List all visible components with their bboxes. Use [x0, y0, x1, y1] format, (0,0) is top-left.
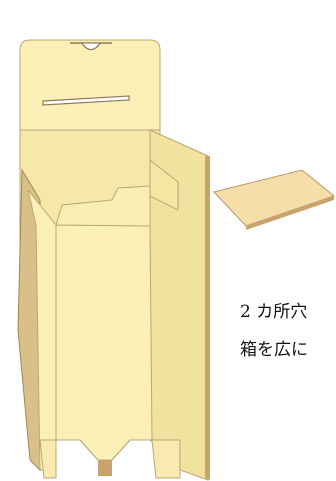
hanger-hole-fill: [81, 42, 101, 50]
header-slot: [42, 95, 130, 106]
left-leg: [39, 439, 57, 479]
lid-card-edge: [246, 196, 334, 230]
caption-expand-box: 箱を広に: [240, 340, 308, 360]
right-leg: [151, 439, 181, 479]
back-header-panel: [19, 39, 161, 131]
bottom-kraft-edge: [98, 460, 112, 476]
left-side-wall: [17, 168, 41, 472]
inner-flap: [149, 158, 179, 211]
front-panel: [55, 224, 153, 461]
caption-holes: 2 カ所穴: [240, 302, 308, 322]
front-tuck-tab: [55, 185, 151, 227]
right-wall-edge: [205, 156, 210, 480]
